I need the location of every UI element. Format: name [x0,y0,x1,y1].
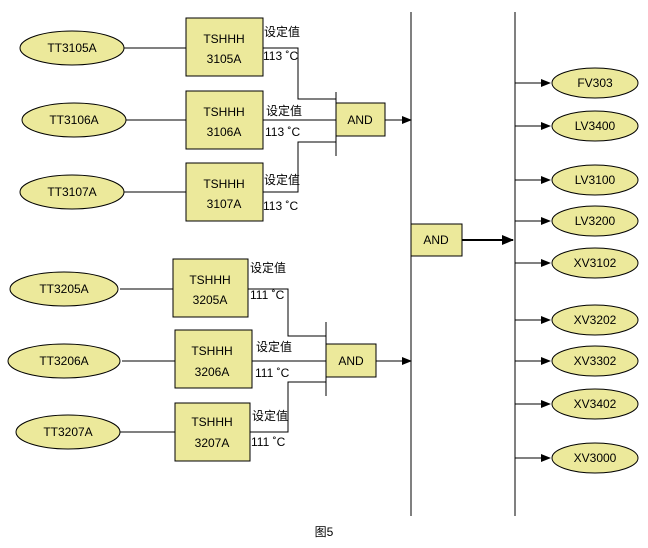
output-label: LV3100 [575,173,616,187]
output-lv3200: LV3200 [551,205,639,237]
setpoint-value: 111 ˚C [251,435,286,449]
setpoint-label: 设定值 [264,24,300,39]
switch-tshhh-3107a: TSHHH 3107A 设定值 113 ˚C [185,162,300,222]
sensor-label: TT3106A [49,113,98,127]
sensor-tt3205a: TT3205A [9,271,119,307]
switch-line1: TSHHH [189,273,230,287]
output-xv3202: XV3202 [551,304,639,336]
setpoint-label: 设定值 [256,339,292,354]
switch-tshhh-3207a: TSHHH 3207A 设定值 111 ˚C [174,402,288,462]
output-xv3402: XV3402 [551,388,639,420]
output-label: FV303 [577,76,613,90]
setpoint-value: 113 ˚C [263,199,298,213]
switch-line1: TSHHH [203,32,244,46]
gate-label: AND [338,354,364,368]
switch-line2: 3106A [207,125,242,139]
switch-line1: TSHHH [203,105,244,119]
figure-caption: 图5 [315,525,334,539]
setpoint-value: 113 ˚C [263,49,298,63]
sensor-tt3207a: TT3207A [15,414,121,450]
sensor-label: TT3205A [39,282,88,296]
sensor-label: TT3207A [43,425,92,439]
switch-tshhh-3206a: TSHHH 3206A 设定值 111 ˚C [174,329,292,389]
switch-tshhh-3105a: TSHHH 3105A 设定值 113 ˚C [185,17,300,77]
output-label: XV3000 [574,451,617,465]
switch-line1: TSHHH [191,415,232,429]
sensor-tt3106a: TT3106A [21,102,127,138]
group2-wiring [120,288,412,433]
and-gate-final: AND [410,223,463,257]
output-fv303: FV303 [551,67,639,99]
sensor-label: TT3206A [39,354,88,368]
sensor-label: TT3107A [47,185,96,199]
switch-line2: 3107A [207,197,242,211]
gate-label: AND [347,113,373,127]
output-xv3102: XV3102 [551,247,639,279]
sensor-label: TT3105A [47,41,96,55]
output-label: XV3102 [574,256,617,270]
switch-tshhh-3205a: TSHHH 3205A 设定值 111 ˚C [172,258,286,318]
output-label: LV3200 [575,214,616,228]
switch-line2: 3205A [193,293,228,307]
output-lv3400: LV3400 [551,110,639,142]
switch-tshhh-3106a: TSHHH 3106A 设定值 113 ˚C [185,90,302,150]
output-wiring [515,79,551,462]
switch-line2: 3206A [195,365,230,379]
sensor-tt3107a: TT3107A [19,174,125,210]
output-label: XV3302 [574,354,617,368]
setpoint-value: 111 ˚C [250,288,285,302]
sensor-tt3105a: TT3105A [19,30,125,66]
setpoint-label: 设定值 [266,103,302,118]
sensor-tt3206a: TT3206A [7,343,121,379]
switch-line1: TSHHH [203,177,244,191]
setpoint-label: 设定值 [252,408,288,423]
gate-label: AND [423,233,449,247]
setpoint-value: 111 ˚C [255,366,290,380]
setpoint-label: 设定值 [264,172,300,187]
output-label: XV3202 [574,313,617,327]
switch-line1: TSHHH [191,344,232,358]
output-label: XV3402 [574,397,617,411]
setpoint-value: 113 ˚C [265,125,300,139]
and-gate-group1: AND [335,102,386,137]
switch-line2: 3105A [207,52,242,66]
and-gate-group2: AND [325,343,377,378]
output-xv3000: XV3000 [551,442,639,474]
output-lv3100: LV3100 [551,164,639,196]
switch-line2: 3207A [195,436,230,450]
output-xv3302: XV3302 [551,345,639,377]
output-label: LV3400 [575,119,616,133]
setpoint-label: 设定值 [250,260,286,275]
